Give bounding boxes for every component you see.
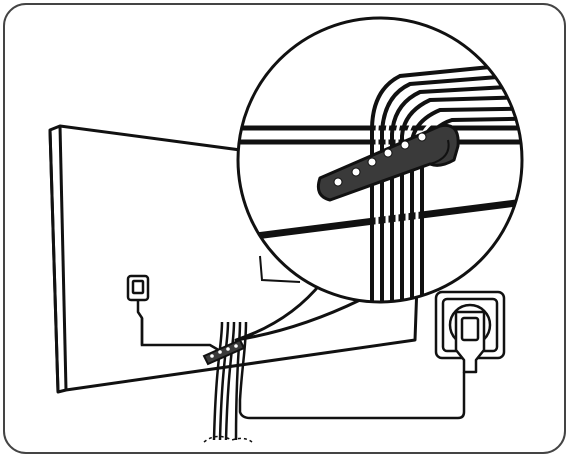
zoom-detail: [236, 16, 524, 304]
power-plug: [454, 310, 486, 374]
cable-tie: [202, 338, 246, 366]
right-power-cable: [250, 372, 466, 420]
stand-mount: [259, 255, 301, 283]
cable-cutoff: [203, 435, 253, 443]
left-power-cable: [140, 318, 223, 354]
zoom-pointer: [234, 280, 362, 342]
